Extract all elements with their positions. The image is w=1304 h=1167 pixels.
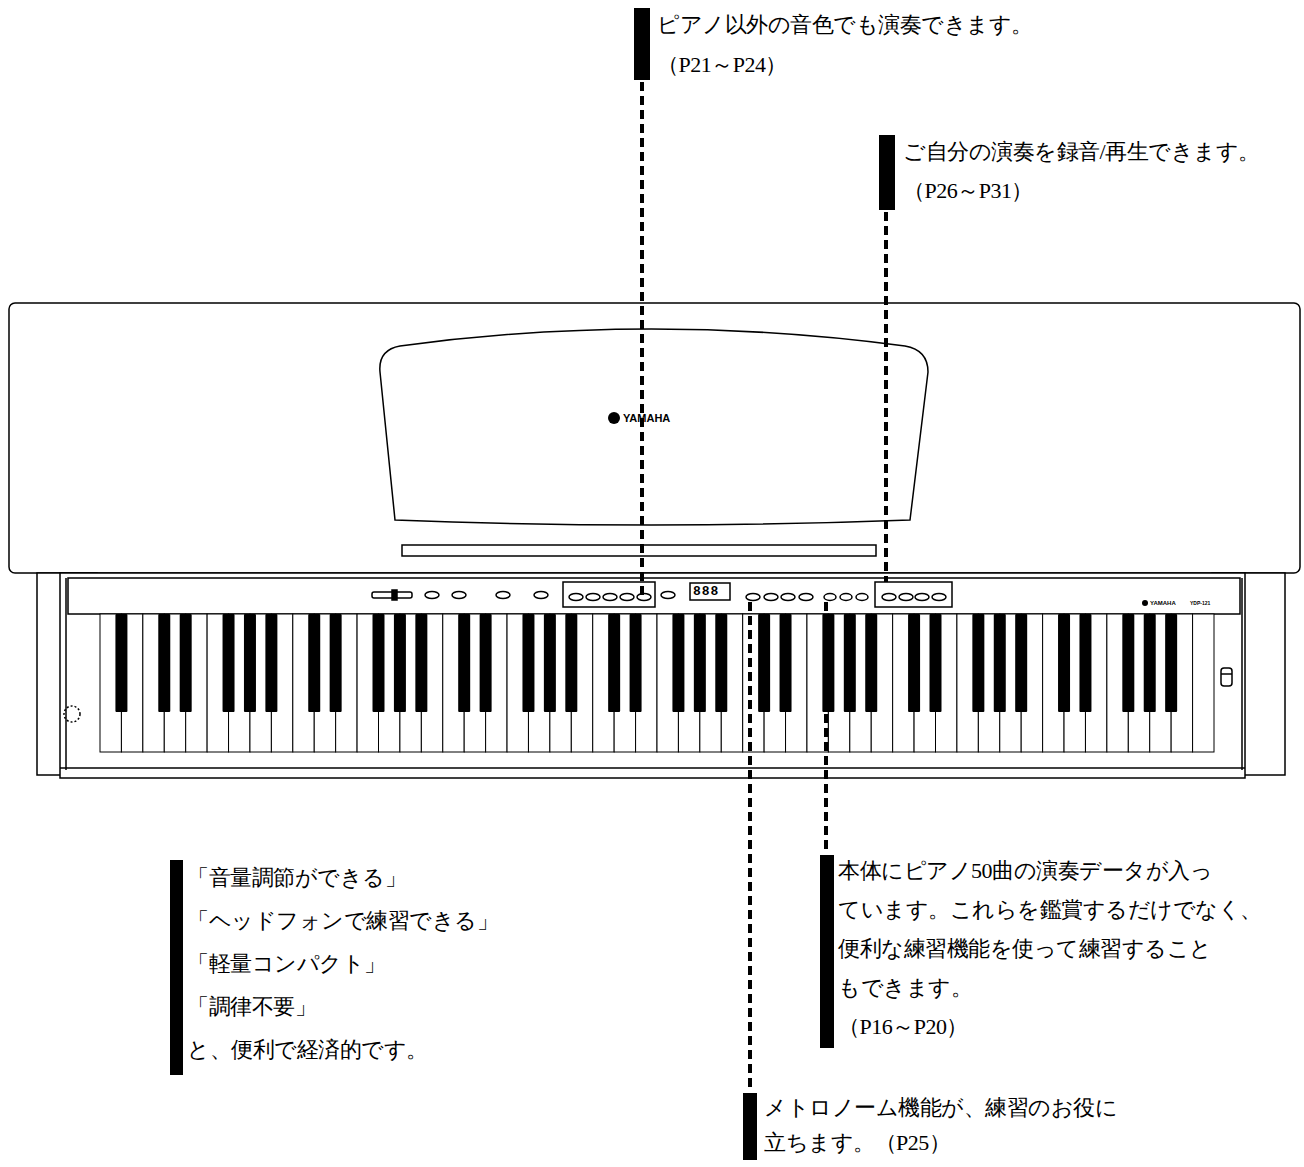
button	[661, 592, 675, 599]
black-key	[994, 614, 1006, 712]
black-key	[908, 614, 920, 712]
leader-line	[640, 82, 644, 600]
button	[620, 594, 634, 601]
brand-logo: YAMAHA	[623, 411, 670, 425]
recorder-button-group	[875, 582, 952, 607]
model-name: YDP-121	[1190, 600, 1210, 607]
button	[569, 594, 583, 601]
black-key	[758, 614, 770, 712]
button	[824, 594, 836, 601]
black-key	[115, 614, 127, 712]
black-key	[865, 614, 877, 712]
black-key	[415, 614, 427, 712]
black-key	[180, 614, 192, 712]
leader-line	[884, 212, 888, 582]
callout-note: 本体にピアノ50曲の演奏データが入っ ています。これらを鑑賞するだけでなく、 便…	[838, 851, 1262, 1046]
black-key	[544, 614, 556, 712]
callout-bar	[743, 1093, 757, 1160]
button	[799, 594, 813, 601]
white-key	[1193, 614, 1214, 752]
callout-note: 「音量調節ができる」 「ヘッドフォンで練習できる」 「軽量コンパクト」 「調律不…	[187, 856, 498, 1071]
black-key	[630, 614, 642, 712]
black-key	[565, 614, 577, 712]
base-line	[60, 767, 1245, 769]
leader-line	[824, 602, 828, 853]
black-key	[672, 614, 684, 712]
headphone-jack	[1221, 673, 1232, 675]
music-stand	[380, 329, 928, 525]
black-key	[373, 614, 385, 712]
black-key	[1165, 614, 1177, 712]
black-key	[972, 614, 984, 712]
button	[915, 594, 929, 601]
black-key	[1144, 614, 1156, 712]
keybed	[60, 573, 1245, 778]
cheek-edge	[65, 578, 67, 770]
black-key	[223, 614, 235, 712]
button	[840, 594, 852, 601]
button	[603, 594, 617, 601]
slider-knob	[392, 590, 397, 600]
black-key	[780, 614, 792, 712]
logo-mark	[608, 412, 620, 424]
callout-bar	[879, 135, 895, 210]
black-key	[930, 614, 942, 712]
button	[781, 594, 795, 601]
led-display	[690, 583, 730, 600]
black-key	[244, 614, 256, 712]
callout-note: ピアノ以外の音色でも演奏できます。 （P21～P24）	[657, 5, 1033, 85]
black-key	[394, 614, 406, 712]
brand-logo: YAMAHA	[1150, 599, 1176, 607]
black-key	[265, 614, 277, 712]
callout-note: メトロノーム機能が、練習のお役に 立ちます。（P25）	[764, 1090, 1117, 1160]
speaker-icon	[64, 706, 80, 722]
button	[586, 594, 600, 601]
button	[764, 594, 778, 601]
button	[932, 594, 946, 601]
black-key	[715, 614, 727, 712]
button	[534, 592, 548, 599]
black-key	[608, 614, 620, 712]
black-key	[1058, 614, 1070, 712]
button	[496, 592, 510, 599]
button	[452, 592, 466, 599]
callout-bar	[170, 860, 183, 1075]
button	[746, 594, 760, 601]
led-digits: 888	[693, 584, 719, 599]
black-key	[480, 614, 492, 712]
black-key	[1122, 614, 1134, 712]
logo-mark	[1142, 600, 1148, 606]
black-key	[158, 614, 170, 712]
button	[425, 592, 439, 599]
button	[882, 594, 896, 601]
control-panel	[68, 578, 1240, 614]
button	[856, 594, 868, 601]
callout-bar	[634, 8, 650, 80]
black-key	[308, 614, 320, 712]
shelf	[402, 545, 876, 556]
keyboard	[100, 614, 1214, 752]
black-key	[330, 614, 342, 712]
black-key	[694, 614, 706, 712]
black-key	[458, 614, 470, 712]
black-key	[1015, 614, 1027, 712]
callout-bar	[820, 855, 834, 1048]
leader-line	[748, 602, 752, 1091]
cheek-edge	[1241, 578, 1243, 770]
black-key	[522, 614, 534, 712]
black-key	[1079, 614, 1091, 712]
black-key	[844, 614, 856, 712]
piano-body	[9, 303, 1300, 573]
callout-note: ご自分の演奏を録音/再生できます。 （P26～P31）	[903, 132, 1260, 210]
button	[899, 594, 913, 601]
headphone-jack	[1221, 668, 1232, 686]
